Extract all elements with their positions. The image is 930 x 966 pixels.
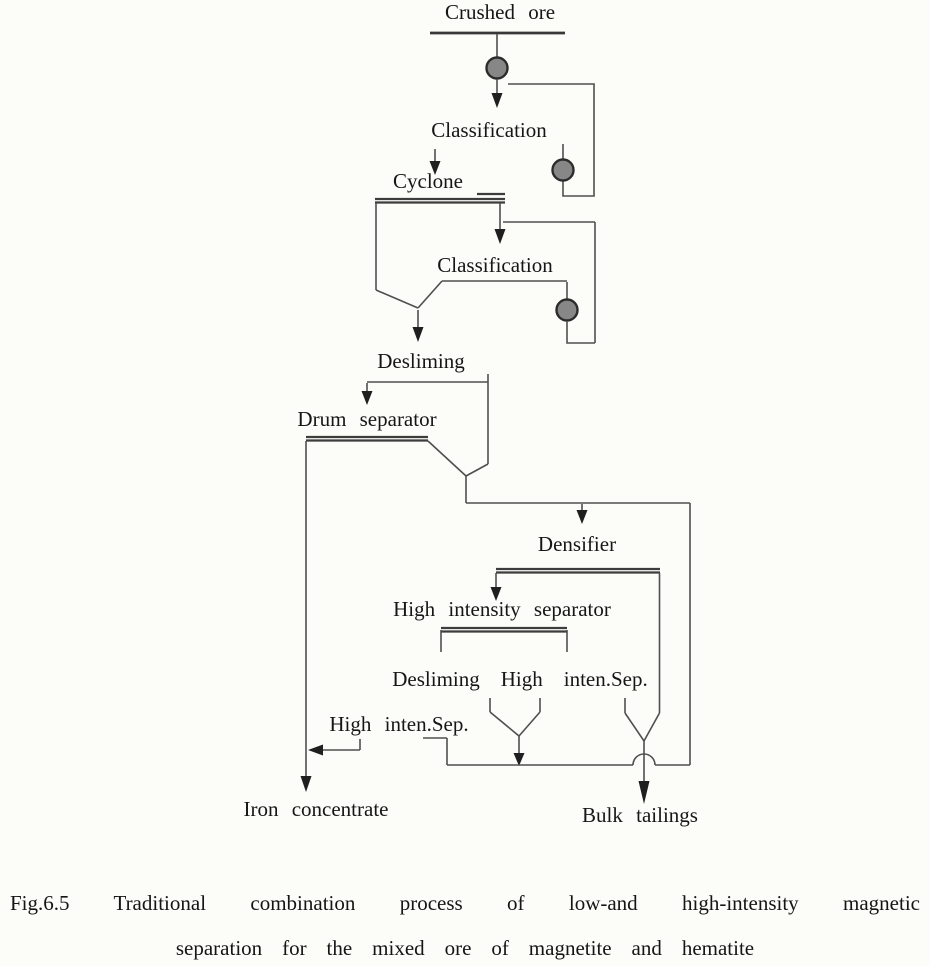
recycle-loop-1 bbox=[508, 83, 595, 197]
concentrate-merge-arrow bbox=[308, 739, 361, 756]
classification-2-unit bbox=[442, 221, 596, 344]
hopper-line bbox=[465, 463, 489, 477]
node-label-crushed-ore: Crushed ore bbox=[444, 0, 556, 24]
line-hop-icon bbox=[632, 753, 656, 766]
flow-arrow-icon bbox=[491, 93, 503, 108]
drum-separator-unit bbox=[306, 435, 489, 503]
hopper-line bbox=[643, 712, 661, 742]
cyclone-unit bbox=[375, 192, 506, 342]
hopper-line bbox=[518, 711, 541, 737]
pump-icon bbox=[485, 56, 509, 80]
node-label-iron-concentrate: Iron concentrate bbox=[243, 797, 389, 821]
node-label-densifier: Densifier bbox=[537, 532, 617, 556]
high-intensity-separator-unit bbox=[440, 626, 568, 652]
node-label-classification-1: Classification bbox=[431, 118, 547, 142]
process-flow-diagram bbox=[300, 31, 691, 804]
cyclone-cone-line bbox=[417, 280, 443, 309]
node-label-cyclone: Cyclone bbox=[393, 169, 463, 193]
flow-arrow-icon bbox=[490, 587, 502, 601]
node-label-desliming-high-inten-sep: Desliming High inten.Sep. bbox=[392, 667, 648, 691]
node-label-desliming: Desliming bbox=[377, 349, 465, 373]
figure-caption-line-2: separation for the mixed ore of magnetit… bbox=[175, 936, 755, 960]
high-inten-sep-hopper bbox=[624, 698, 661, 804]
desliming-2-hopper bbox=[489, 698, 541, 766]
desliming-unit bbox=[361, 374, 489, 464]
flow-arrow-icon bbox=[638, 781, 650, 804]
node-label-classification-2: Classification bbox=[437, 253, 553, 277]
node-label-drum-separator: Drum separator bbox=[297, 407, 437, 431]
iron-concentrate-line bbox=[300, 441, 312, 792]
recycle-line bbox=[508, 83, 595, 197]
flow-arrow-icon bbox=[412, 327, 424, 342]
pump-icon bbox=[551, 158, 575, 182]
hopper-line bbox=[489, 711, 520, 737]
figure-caption-line-1: Fig.6.5 Traditional combination process … bbox=[10, 891, 920, 915]
densifier-unit bbox=[490, 567, 661, 713]
flow-arrow-icon bbox=[429, 161, 441, 175]
pump-icon bbox=[555, 298, 579, 322]
cyclone-cone-line bbox=[375, 289, 419, 309]
hopper-line bbox=[624, 712, 645, 742]
recycle-line bbox=[566, 321, 595, 344]
flow-arrow-icon bbox=[361, 391, 373, 405]
flow-arrow-icon bbox=[300, 776, 312, 792]
flow-arrow-icon bbox=[513, 753, 525, 766]
classification-1-outlet bbox=[429, 149, 441, 175]
node-label-high-inten-sep: High inten.Sep. bbox=[329, 712, 469, 736]
node-label-high-intensity-separator: High intensity separator bbox=[393, 597, 611, 621]
hopper-line bbox=[427, 440, 467, 477]
crushed-ore-feed bbox=[430, 31, 565, 108]
node-label-bulk-tailings: Bulk tailings bbox=[582, 803, 698, 827]
tailings-collector bbox=[423, 737, 690, 766]
middlings-transfer bbox=[466, 502, 691, 765]
flow-arrow-icon bbox=[308, 744, 323, 756]
flow-arrow-icon bbox=[494, 229, 506, 244]
flow-arrow-icon bbox=[576, 510, 588, 524]
